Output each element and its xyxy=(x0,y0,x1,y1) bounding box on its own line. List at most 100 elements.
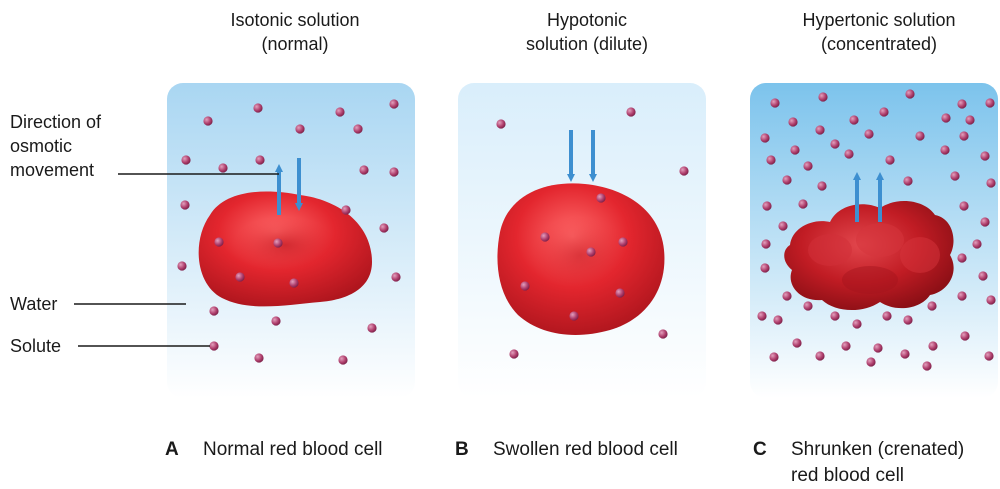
solute-particle xyxy=(335,107,345,117)
solute-particle xyxy=(760,263,770,273)
solute-particle xyxy=(972,239,982,249)
solute-particle xyxy=(980,217,990,227)
solute-particle xyxy=(389,99,399,109)
solute-particle xyxy=(815,125,825,135)
solute-particle xyxy=(596,193,606,203)
solute-particle xyxy=(769,352,779,362)
solute-particles xyxy=(177,89,996,371)
solute-particle xyxy=(203,116,213,126)
solute-particle xyxy=(626,107,636,117)
solute-particle xyxy=(957,253,967,263)
panel-b-caption: B Swollen red blood cell xyxy=(455,437,735,487)
solute-particle xyxy=(359,165,369,175)
solute-particle xyxy=(950,171,960,181)
solute-particle xyxy=(214,237,224,247)
solute-particle xyxy=(852,319,862,329)
solute-particle xyxy=(905,89,915,99)
solute-particle xyxy=(915,131,925,141)
solute-particle xyxy=(391,272,401,282)
panel-b-letter: B xyxy=(455,439,469,460)
solute-particle xyxy=(235,272,245,282)
solute-particle xyxy=(882,311,892,321)
solute-particle xyxy=(815,351,825,361)
solute-particle xyxy=(980,151,990,161)
solute-particle xyxy=(271,316,281,326)
solute-particle xyxy=(864,129,874,139)
solute-particle xyxy=(389,167,399,177)
solute-particle xyxy=(866,357,876,367)
solute-particle xyxy=(941,113,951,123)
solute-particle xyxy=(761,239,771,249)
solute-particle xyxy=(818,92,828,102)
water-label: Water xyxy=(10,294,58,314)
solute-particle xyxy=(879,107,889,117)
solute-particle xyxy=(928,341,938,351)
solute-particle xyxy=(798,199,808,209)
solute-particle xyxy=(778,221,788,231)
solute-label: Solute xyxy=(10,336,62,356)
panel-c-arrows xyxy=(853,172,884,222)
panel-c-cell xyxy=(784,200,954,311)
direction-label: Direction of osmotic movement xyxy=(10,112,102,180)
solute-particle xyxy=(922,361,932,371)
solute-particle xyxy=(762,201,772,211)
solute-particle xyxy=(180,200,190,210)
solute-particle xyxy=(782,175,792,185)
solute-particle xyxy=(885,155,895,165)
solute-particle xyxy=(341,205,351,215)
panel-a-letter: A xyxy=(165,439,179,460)
solute-particle xyxy=(985,98,995,108)
solute-particle xyxy=(986,178,996,188)
solute-particle xyxy=(978,271,988,281)
solute-particle xyxy=(209,306,219,316)
solute-particle xyxy=(841,341,851,351)
solute-particle xyxy=(984,351,994,361)
solute-particle xyxy=(903,176,913,186)
solute-particle xyxy=(803,161,813,171)
panel-b-arrows xyxy=(567,130,597,182)
solute-particle xyxy=(289,278,299,288)
solute-particle xyxy=(353,124,363,134)
solute-particle xyxy=(618,237,628,247)
solute-particle xyxy=(757,311,767,321)
solute-particle xyxy=(927,301,937,311)
solute-particle xyxy=(790,145,800,155)
panel-b-cell xyxy=(497,183,665,335)
solute-particle xyxy=(792,338,802,348)
solute-particle xyxy=(209,341,219,351)
solute-particle xyxy=(509,349,519,359)
panel-c-letter: C xyxy=(753,439,767,460)
solute-particle xyxy=(181,155,191,165)
solute-particle xyxy=(770,98,780,108)
solute-particle xyxy=(338,355,348,365)
solute-particle xyxy=(540,232,550,242)
solute-particle xyxy=(844,149,854,159)
solute-particle xyxy=(177,261,187,271)
solute-particle xyxy=(957,99,967,109)
solute-particle xyxy=(803,301,813,311)
solute-particle xyxy=(986,295,996,305)
solute-particle xyxy=(940,145,950,155)
panel-b-title: Hypotonic solution (dilute) xyxy=(525,10,649,54)
solute-particle xyxy=(849,115,859,125)
solute-particle xyxy=(569,311,579,321)
solute-particle xyxy=(295,124,305,134)
solute-particle xyxy=(873,343,883,353)
panel-c-title: Hypertonic solution (concentrated) xyxy=(802,10,956,54)
panel-a-title: Isotonic solution (normal) xyxy=(230,10,360,54)
solute-particle xyxy=(255,155,265,165)
solute-particle xyxy=(782,291,792,301)
solute-particle xyxy=(253,103,263,113)
panel-a-caption: A Normal red blood cell xyxy=(165,437,445,487)
solute-particle xyxy=(817,181,827,191)
solute-particle xyxy=(367,323,377,333)
solute-particle xyxy=(658,329,668,339)
solute-particle xyxy=(960,331,970,341)
solute-particle xyxy=(788,117,798,127)
solute-particle xyxy=(773,315,783,325)
solute-particle xyxy=(766,155,776,165)
solute-particle xyxy=(379,223,389,233)
solute-particle xyxy=(830,311,840,321)
solute-particle xyxy=(959,201,969,211)
